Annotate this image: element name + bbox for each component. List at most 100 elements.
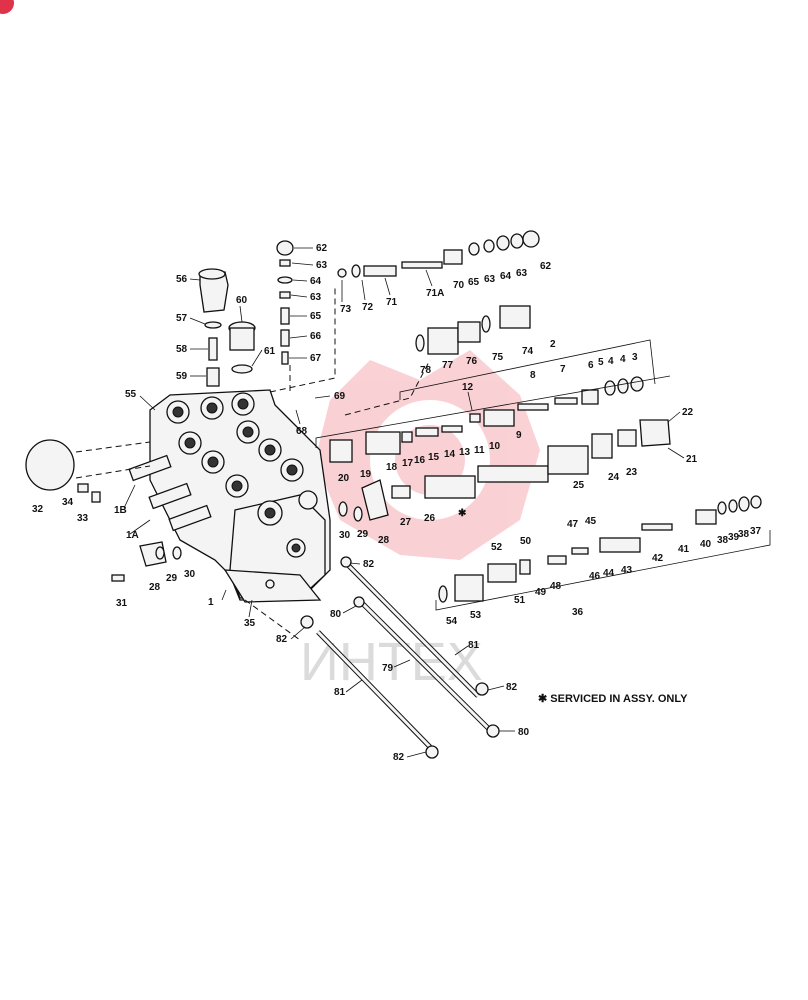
label-7: 7 <box>560 364 566 375</box>
label-63d: 63 <box>516 268 528 279</box>
label-38b: 38 <box>738 529 750 540</box>
label-42: 42 <box>652 553 664 564</box>
plug-stack-56 <box>198 268 229 387</box>
label-27: 27 <box>400 517 412 528</box>
label-78: 78 <box>420 365 432 376</box>
label-58: 58 <box>176 344 188 355</box>
label-28a: 28 <box>378 535 390 546</box>
label-49: 49 <box>535 587 547 598</box>
label-16: 16 <box>414 455 426 466</box>
label-25: 25 <box>573 480 585 491</box>
label-26: 26 <box>424 513 436 524</box>
label-1: 1 <box>208 597 214 608</box>
spool-section-2 <box>329 376 644 463</box>
relief-valve-row <box>415 305 531 355</box>
label-51: 51 <box>514 595 526 606</box>
label-64b: 64 <box>500 271 512 282</box>
label-48: 48 <box>550 581 562 592</box>
label-62b: 62 <box>540 261 552 272</box>
label-36: 36 <box>572 607 584 618</box>
valve-body <box>128 389 331 603</box>
label-star: ✱ <box>458 508 467 519</box>
label-12: 12 <box>462 382 474 393</box>
label-52: 52 <box>491 542 503 553</box>
label-8: 8 <box>530 370 536 381</box>
label-71A: 71A <box>426 288 444 299</box>
tie-rods <box>300 556 500 759</box>
label-35: 35 <box>244 618 256 629</box>
serviced-in-assy-note: ✱ SERVICED IN ASSY. ONLY <box>538 693 688 705</box>
label-47: 47 <box>567 519 579 530</box>
label-63c: 63 <box>484 274 496 285</box>
label-1A: 1A <box>126 530 139 541</box>
label-79: 79 <box>382 663 394 674</box>
label-63a: 63 <box>316 260 328 271</box>
label-46: 46 <box>589 571 601 582</box>
label-4b: 4 <box>620 354 626 365</box>
label-1B: 1B <box>114 505 127 516</box>
label-2: 2 <box>550 339 556 350</box>
label-82c: 82 <box>506 682 518 693</box>
label-9: 9 <box>516 430 522 441</box>
label-31: 31 <box>116 598 128 609</box>
label-56: 56 <box>176 274 188 285</box>
label-39: 39 <box>728 532 740 543</box>
label-82a: 82 <box>363 559 375 570</box>
label-34: 34 <box>62 497 74 508</box>
label-80a: 80 <box>330 609 342 620</box>
corner-badge <box>0 0 14 14</box>
label-82b: 82 <box>276 634 288 645</box>
label-21: 21 <box>686 454 698 465</box>
label-63b: 63 <box>310 292 322 303</box>
label-6: 6 <box>588 360 594 371</box>
label-38a: 38 <box>717 535 729 546</box>
label-77: 77 <box>442 360 454 371</box>
label-18: 18 <box>386 462 398 473</box>
o-ring-32 <box>25 439 75 491</box>
label-75: 75 <box>492 352 504 363</box>
label-19: 19 <box>360 469 372 480</box>
label-80b: 80 <box>518 727 530 738</box>
label-57: 57 <box>176 313 188 324</box>
label-45: 45 <box>585 516 597 527</box>
label-15: 15 <box>428 452 440 463</box>
label-61: 61 <box>264 346 276 357</box>
label-55: 55 <box>125 389 137 400</box>
label-5: 5 <box>598 357 604 368</box>
label-64a: 64 <box>310 276 322 287</box>
upper-valve-row <box>337 230 540 278</box>
label-54: 54 <box>446 616 458 627</box>
label-67: 67 <box>310 353 322 364</box>
spool-section-36 <box>438 495 762 603</box>
label-4a: 4 <box>608 356 614 367</box>
label-28b: 28 <box>149 582 161 593</box>
label-53: 53 <box>470 610 482 621</box>
label-24: 24 <box>608 472 620 483</box>
label-29a: 29 <box>357 529 369 540</box>
label-65a: 65 <box>310 311 322 322</box>
label-59: 59 <box>176 371 188 382</box>
label-71: 71 <box>386 297 398 308</box>
label-29b: 29 <box>166 573 178 584</box>
label-10: 10 <box>489 441 501 452</box>
label-41: 41 <box>678 544 690 555</box>
part-labels: 62 63 64 63 65 66 67 56 57 58 59 60 61 7… <box>32 243 762 763</box>
label-82d: 82 <box>393 752 405 763</box>
label-32: 32 <box>32 504 44 515</box>
label-30b: 30 <box>184 569 196 580</box>
label-62a: 62 <box>316 243 328 254</box>
left-small-parts <box>77 483 363 582</box>
label-60: 60 <box>236 295 248 306</box>
label-20: 20 <box>338 473 350 484</box>
label-37: 37 <box>750 526 762 537</box>
valve-stack-62 <box>276 240 294 365</box>
label-30a: 30 <box>339 530 351 541</box>
label-23: 23 <box>626 467 638 478</box>
plug-stack-60 <box>228 321 256 374</box>
assembly-lines <box>75 285 771 641</box>
label-81a: 81 <box>468 640 480 651</box>
label-17: 17 <box>402 458 414 469</box>
label-50: 50 <box>520 536 532 547</box>
label-68: 68 <box>296 426 308 437</box>
